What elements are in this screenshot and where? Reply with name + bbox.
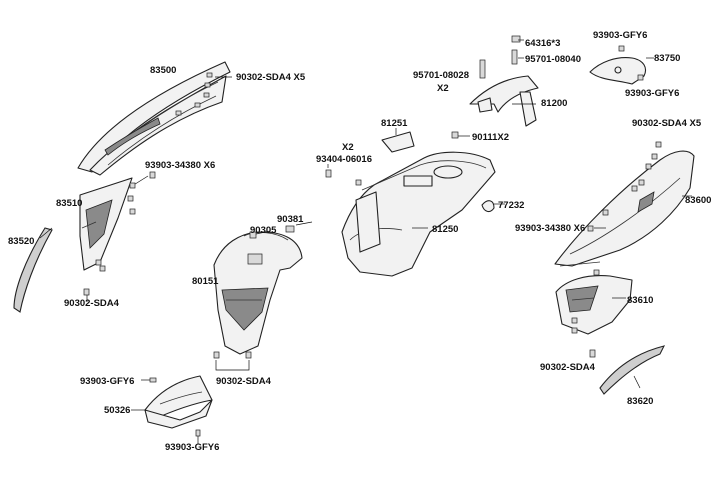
label-83520: 83520 <box>8 236 34 247</box>
part-81250-storage-box <box>341 151 496 277</box>
label-81251: 81251 <box>381 118 408 129</box>
part-83620-strip <box>599 345 666 395</box>
label-80151: 80151 <box>192 276 219 287</box>
label-83750: 83750 <box>654 53 680 64</box>
label-93903-gfy6-bottom: 93903-GFY6 <box>165 442 219 453</box>
label-90111x2: 90111X2 <box>472 132 509 143</box>
label-93903-gfy6-mid: 93903-GFY6 <box>80 376 134 387</box>
label-50326: 50326 <box>104 405 130 416</box>
label-90302-sda4-mid: 90302-SDA4 <box>216 376 272 387</box>
label-90302-sda4-left: 90302-SDA4 <box>64 298 120 309</box>
screws-90302-right-top <box>631 141 662 192</box>
label-83610: 83610 <box>627 295 653 306</box>
part-83610-inner-panel <box>555 275 633 335</box>
label-x2-top: X2 <box>437 83 449 94</box>
label-95701-08040: 95701-08040 <box>525 54 581 65</box>
part-83510-inner-panel <box>79 177 133 271</box>
label-81200: 81200 <box>541 98 567 109</box>
label-90381: 90381 <box>277 214 304 225</box>
label-90302-sda4-x5-left: 90302-SDA4 X5 <box>236 72 306 83</box>
label-93903-gfy6-right: 93903-GFY6 <box>625 88 679 99</box>
label-83600: 83600 <box>685 195 711 206</box>
part-83500-side-cover <box>77 61 231 176</box>
label-90305: 90305 <box>250 225 277 236</box>
label-83510: 83510 <box>56 198 82 209</box>
label-90302-sda4-x5-right: 90302-SDA4 X5 <box>632 118 702 129</box>
part-80151-front-cover <box>213 231 303 355</box>
part-77232-clip <box>481 200 495 213</box>
part-83750-rear-cover <box>589 57 647 85</box>
label-95701-08028: 95701-08028 <box>413 70 469 81</box>
part-81251-lid <box>381 131 415 153</box>
label-93903-34380-x6-right: 93903-34380 X6 <box>515 223 585 234</box>
label-83620: 83620 <box>627 396 653 407</box>
part-81200-rear-grip <box>469 75 539 127</box>
part-83600-side-cover <box>554 150 695 267</box>
label-81250: 81250 <box>432 224 458 235</box>
label-77232: 77232 <box>498 200 524 211</box>
part-50326-lower-cover <box>144 375 213 429</box>
label-93404-06016: 93404-06016 <box>316 154 372 165</box>
screws-95701 <box>479 35 521 79</box>
screws-90302-left-top <box>175 72 213 116</box>
label-64316-3: 64316*3 <box>525 38 560 49</box>
label-93903-34380-x6-left: 93903-34380 X6 <box>145 160 215 171</box>
screws-90305-90381 <box>249 225 295 239</box>
label-90302-sda4-right: 90302-SDA4 <box>540 362 596 373</box>
label-93903-gfy6-top: 93903-GFY6 <box>593 30 647 41</box>
label-83500: 83500 <box>150 65 176 76</box>
part-83520-strip <box>13 227 53 313</box>
label-x2-mid: X2 <box>342 142 354 153</box>
